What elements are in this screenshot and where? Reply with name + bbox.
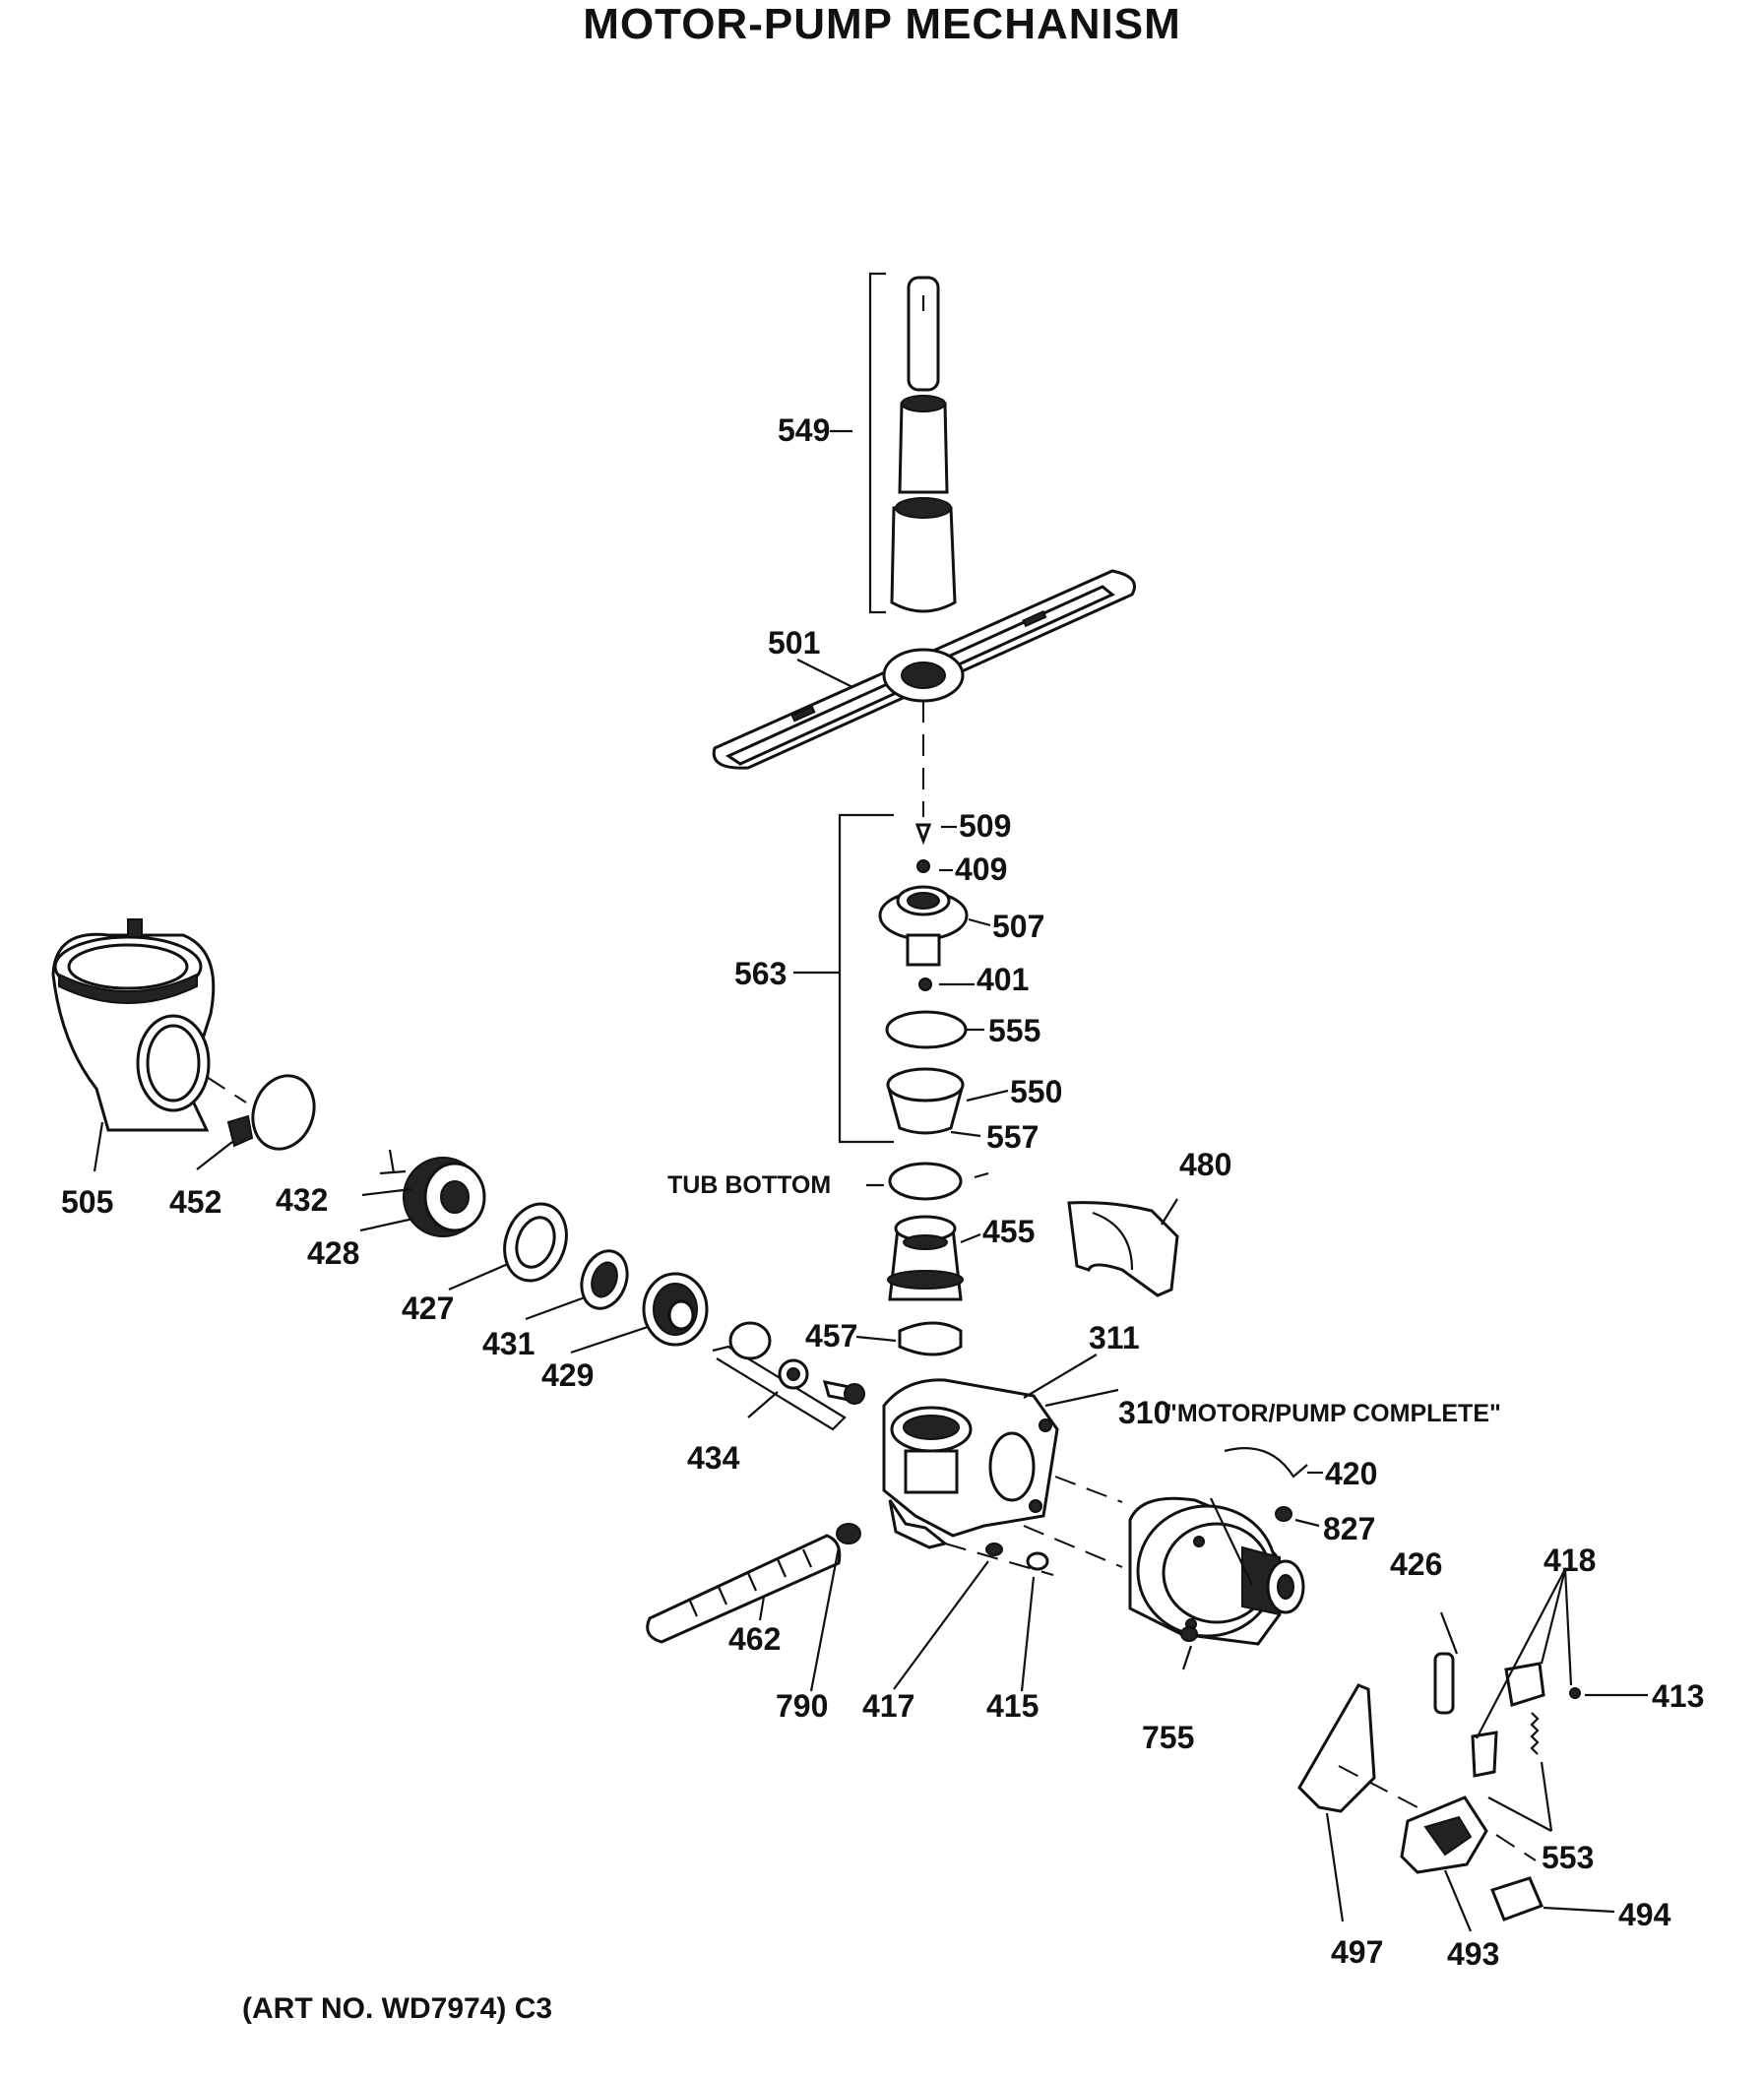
callout-434: 434: [687, 1440, 740, 1476]
callout-455: 455: [982, 1214, 1035, 1249]
callout-501: 501: [768, 625, 820, 661]
callout-432: 432: [276, 1182, 328, 1218]
callout-494: 494: [1618, 1897, 1671, 1932]
callout-480: 480: [1179, 1147, 1231, 1182]
solenoid-assembly-parts: [1297, 1683, 1615, 1932]
callout-429: 429: [541, 1357, 594, 1393]
callout-563: 563: [734, 956, 787, 991]
callout-755: 755: [1142, 1720, 1194, 1755]
callout-431: 431: [482, 1326, 535, 1361]
duct-part: [1067, 1198, 1179, 1297]
callout-452: 452: [169, 1184, 221, 1220]
callout-549: 549: [778, 412, 830, 448]
impeller-parts: [448, 1202, 709, 1354]
callout-417: 417: [862, 1688, 914, 1724]
tub-bottom-ring: [866, 1162, 989, 1201]
callout-427: 427: [402, 1291, 454, 1326]
screw-755-part: [1180, 1626, 1198, 1670]
callout-790: 790: [776, 1688, 828, 1724]
spray-arm-part: [712, 569, 1136, 817]
callout-311: 311: [1089, 1320, 1140, 1355]
callout-418: 418: [1544, 1543, 1596, 1578]
callout-413: 413: [1652, 1678, 1704, 1714]
callout-420: 420: [1325, 1456, 1377, 1491]
callout-557: 557: [986, 1119, 1039, 1155]
callout-507: 507: [992, 909, 1044, 944]
art-number: (ART NO. WD7974) C3: [242, 1992, 553, 2025]
callout-493: 493: [1447, 1936, 1499, 1972]
fastener-parts: [809, 1523, 1054, 1692]
callout-553: 553: [1542, 1840, 1594, 1875]
motor-pump-complete-label: "MOTOR/PUMP COMPLETE": [1166, 1400, 1501, 1427]
callout-457: 457: [805, 1318, 857, 1354]
callout-509: 509: [959, 808, 1011, 844]
seal-assembly-part: [793, 813, 1009, 1144]
hose-clamp-part: [196, 1074, 316, 1170]
callout-497: 497: [1331, 1934, 1383, 1970]
diagram-title: MOTOR-PUMP MECHANISM: [583, 0, 1181, 48]
callout-550: 550: [1010, 1074, 1062, 1109]
callout-462: 462: [728, 1621, 781, 1657]
motor-coupling-part: [359, 1149, 486, 1237]
callout-428: 428: [307, 1235, 359, 1271]
tub-bottom-label: TUB BOTTOM: [667, 1171, 831, 1199]
pump-seal-part: [855, 1215, 981, 1356]
callout-409: 409: [955, 851, 1007, 887]
motor-part: [1128, 1496, 1305, 1646]
callout-415: 415: [986, 1688, 1039, 1724]
callout-310: 310: [1118, 1395, 1170, 1430]
callout-827: 827: [1323, 1511, 1375, 1546]
motor-bracket-parts: [1224, 1447, 1323, 1528]
callout-555: 555: [988, 1013, 1040, 1048]
check-valve-parts: [712, 1321, 865, 1431]
pump-housing-part: [882, 1354, 1123, 1568]
sump-housing-part: [51, 918, 216, 1172]
spray-tower-part: [830, 272, 957, 614]
callout-426: 426: [1390, 1546, 1442, 1582]
callout-401: 401: [976, 962, 1029, 997]
drain-screw-part: [646, 1534, 842, 1644]
callout-505: 505: [61, 1184, 113, 1220]
solenoid-linkage-parts: [1433, 1568, 1648, 1832]
